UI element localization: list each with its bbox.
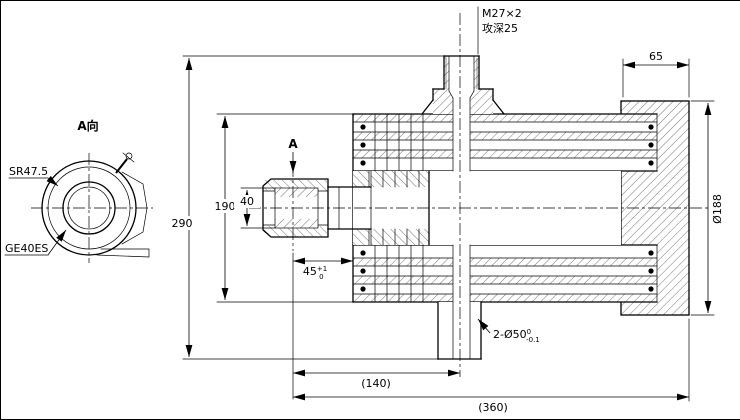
dimension-65: 65	[622, 50, 690, 98]
dim-188-label: Ø188	[711, 194, 724, 224]
top-port	[421, 55, 505, 172]
end-view-title: A向	[77, 118, 98, 133]
sphere-radius-label: SR47.5	[9, 165, 48, 178]
bearing-label: GE40ES	[5, 242, 48, 255]
thread-callout: M27×2 攻深25	[477, 6, 522, 55]
dim-65-label: 65	[649, 50, 663, 63]
bottom-port	[437, 244, 482, 360]
dim-290-label: 290	[172, 217, 193, 230]
end-view: A向 SR47.5 GE40ES	[4, 118, 153, 263]
trunnion-callout-label: 2-Ø500-0.1	[493, 328, 540, 344]
dimension-290: 290	[166, 55, 445, 360]
section-arrow-A: A	[288, 137, 298, 173]
o-ring-seals	[360, 124, 654, 292]
dim-360-label: (360)	[478, 401, 508, 414]
dim-190-label: 190	[215, 200, 236, 213]
thread-spec-label: M27×2	[482, 7, 522, 20]
section-view	[249, 13, 709, 377]
dim-40-label: 40	[240, 195, 254, 208]
dimension-190: 190	[209, 113, 354, 303]
section-arrow-label: A	[288, 137, 298, 151]
dimension-40: 40	[234, 187, 276, 229]
thread-depth-label: 攻深25	[482, 21, 518, 35]
dimension-188: Ø188	[690, 100, 724, 316]
dimension-360: (360)	[293, 318, 690, 414]
dimension-140: (140)	[293, 369, 460, 390]
grease-fitting-icon	[115, 152, 135, 174]
dim-140-label: (140)	[361, 377, 391, 390]
trunnion-callout: 2-Ø500-0.1	[477, 318, 540, 344]
